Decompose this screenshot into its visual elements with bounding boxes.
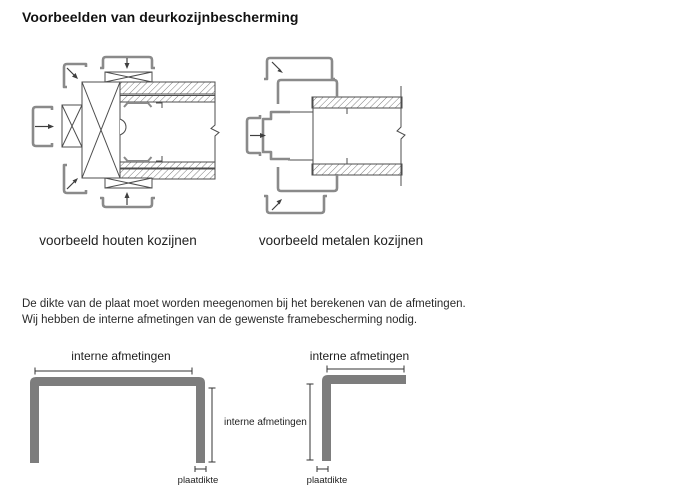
break-line-icon bbox=[396, 86, 406, 186]
rebate-protection-caps bbox=[123, 102, 153, 162]
page-title: Voorbeelden van deurkozijnbescherming bbox=[22, 9, 299, 25]
frame-post-section bbox=[81, 81, 121, 179]
break-line-icon bbox=[210, 82, 220, 179]
wall-hatch-bottom bbox=[311, 163, 403, 176]
l-profile-width-label: interne afmetingen bbox=[309, 349, 410, 363]
placement-arrows bbox=[250, 61, 283, 211]
door-stop-bump bbox=[119, 118, 127, 136]
metal-frame-diagram bbox=[245, 56, 406, 215]
u-profile-height-label: interne afmetingen bbox=[224, 417, 307, 428]
caption-wooden-frames: voorbeeld houten kozijnen bbox=[39, 233, 197, 248]
l-profile-thickness-label: plaatdikte bbox=[306, 475, 348, 486]
protection-corner-top-left bbox=[62, 62, 88, 89]
dimension-lines bbox=[34, 365, 405, 472]
metal-profile-outline bbox=[288, 97, 348, 175]
protection-bracket-bottom bbox=[100, 196, 155, 209]
door-stop-section bbox=[61, 104, 83, 148]
intro-text-line1: De dikte van de plaat moet worden meegen… bbox=[22, 298, 466, 310]
u-profile-plate bbox=[30, 377, 205, 463]
intro-text-line2: Wij hebben de interne afmetingen van de … bbox=[22, 313, 418, 326]
protection-bracket-bottom bbox=[264, 194, 327, 215]
l-profile-plate bbox=[322, 375, 406, 461]
protection-bracket-left bbox=[245, 115, 262, 156]
architrave-bottom-section bbox=[104, 177, 153, 189]
architrave-top-section bbox=[104, 71, 153, 83]
u-profile-thickness-label: plaatdikte bbox=[177, 475, 219, 486]
protection-plate-top bbox=[276, 78, 339, 104]
protection-bracket-top bbox=[100, 55, 155, 70]
protection-bracket-top bbox=[264, 56, 335, 81]
wall-hatch-bottom bbox=[119, 161, 216, 180]
caption-metal-frames: voorbeeld metalen kozijnen bbox=[258, 233, 424, 248]
protection-plate-bottom bbox=[276, 167, 339, 193]
protection-corner-bottom-left bbox=[62, 163, 88, 195]
u-profile-width-label: interne afmetingen bbox=[71, 349, 171, 363]
dimension-diagrams bbox=[30, 365, 406, 472]
wooden-frame-diagram bbox=[31, 55, 220, 209]
protection-bracket-left bbox=[31, 105, 54, 148]
rebate-marks bbox=[156, 102, 163, 162]
wall-hatch-top bbox=[119, 81, 216, 103]
placement-arrows bbox=[35, 58, 130, 205]
wall-hatch-top bbox=[311, 96, 403, 109]
protection-plate-face bbox=[261, 110, 290, 161]
